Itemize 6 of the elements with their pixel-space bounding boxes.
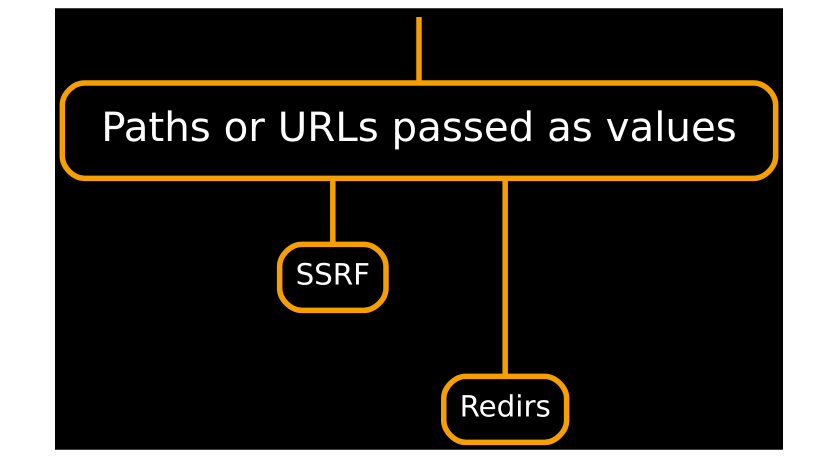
node-box: Redirs [441, 374, 570, 446]
node-box: SSRF [276, 242, 389, 314]
connector [502, 178, 508, 376]
connector [330, 178, 336, 244]
node-box: Paths or URLs passed as values [60, 80, 778, 182]
connector [416, 17, 422, 83]
